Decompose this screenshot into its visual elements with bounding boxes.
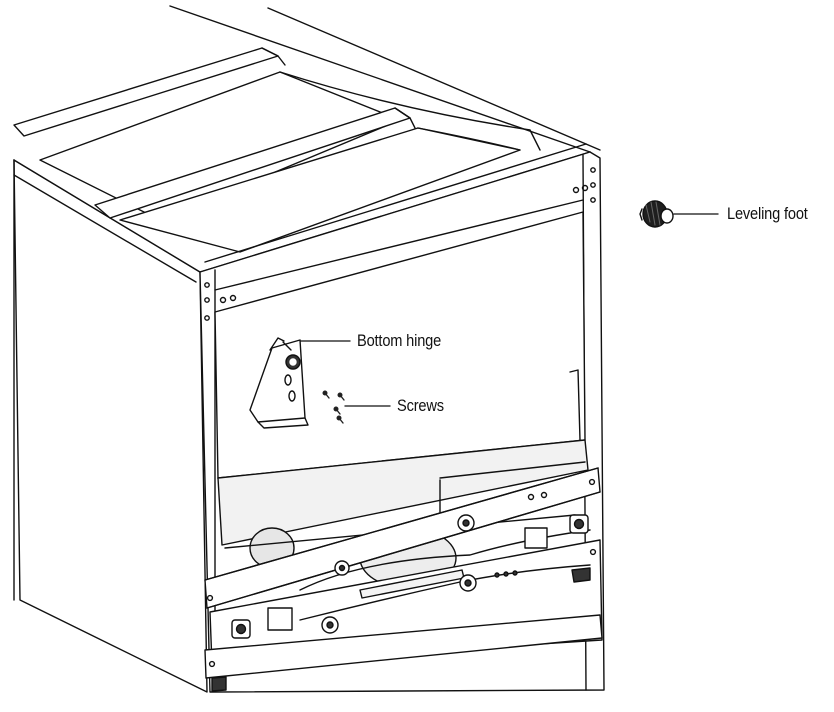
bottom-hinge-part [249, 337, 309, 429]
mounting-bracket [204, 467, 603, 692]
callout-leaders [300, 213, 719, 407]
cabinet-top [13, 5, 601, 283]
leveling-foot-part [639, 200, 674, 228]
label-bottom-hinge: Bottom hinge [357, 331, 442, 350]
tub-front-panel [214, 199, 586, 541]
screws-part [322, 390, 345, 424]
label-leveling-foot: Leveling foot [727, 204, 808, 223]
label-screws: Screws [397, 396, 444, 415]
